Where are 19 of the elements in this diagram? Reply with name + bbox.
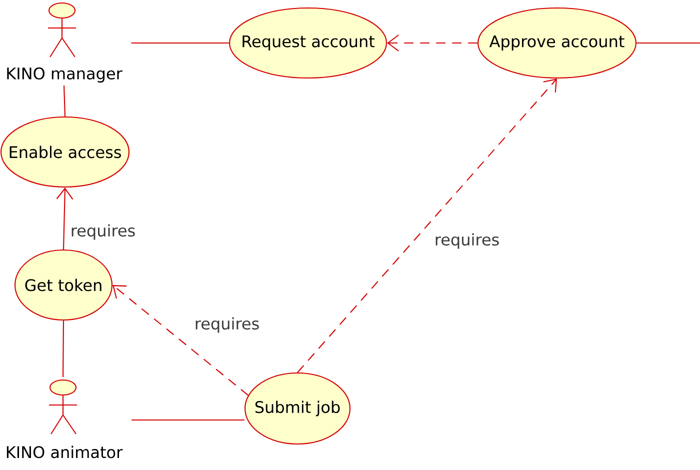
use-case-oval: Enable access [0,116,130,188]
use-case-oval: Get token [14,249,113,321]
dashed-arrow [112,285,249,396]
edge-label: requires [193,316,261,334]
dashed-arrow [297,78,557,373]
edge-label: requires [433,232,501,250]
use-case-oval: Request account [228,7,388,79]
actor-label: KINO manager [7,67,122,83]
connector-line [131,42,229,44]
use-case-oval: Approve account [477,7,637,79]
connector-line [636,42,700,44]
edge-label: requires [69,222,137,242]
use-case-oval: Submit job [244,372,351,445]
connector-line [132,419,244,421]
connector-line [63,86,66,116]
connector-line [62,320,64,377]
dashed-arrow [387,34,478,52]
actor-label: KINO animator [6,446,123,458]
arrow [56,188,74,250]
